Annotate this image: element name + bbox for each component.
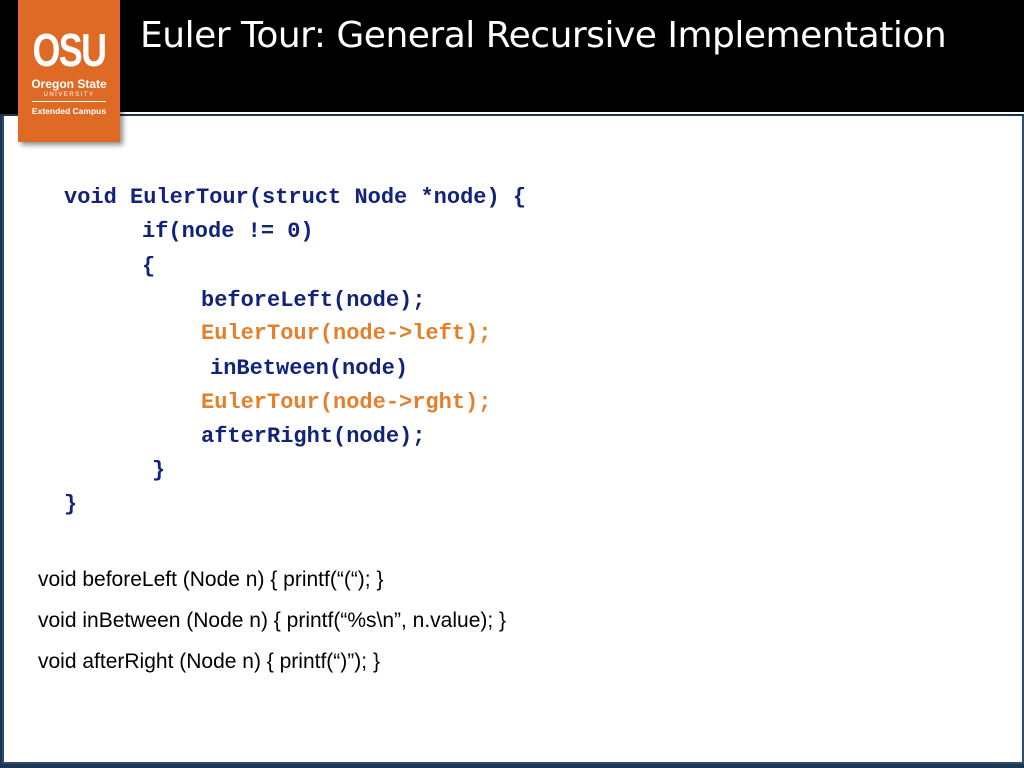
helper-before-left: void beforeLeft (Node n) { printf(“(“); … bbox=[38, 568, 384, 591]
code-line: inBetween(node) bbox=[210, 356, 409, 381]
osu-logo: OSU Oregon State UNIVERSITY Extended Cam… bbox=[18, 0, 120, 142]
code-line: beforeLeft(node); bbox=[201, 288, 426, 313]
slide-content: void EulerTour(struct Node *node) { if(n… bbox=[2, 116, 1024, 764]
code-line: EulerTour(node->left); bbox=[201, 321, 492, 346]
header-bar bbox=[0, 0, 1024, 114]
code-line: { bbox=[142, 254, 156, 279]
header-divider bbox=[120, 112, 1024, 114]
logo-campus: Extended Campus bbox=[31, 106, 107, 116]
logo-name: Oregon State bbox=[31, 77, 107, 91]
helper-in-between: void inBetween (Node n) { printf(“%s\n”,… bbox=[38, 609, 507, 632]
logo-university: UNIVERSITY bbox=[43, 92, 95, 98]
code-line: void EulerTour(struct Node *node) { bbox=[64, 185, 527, 210]
code-line: afterRight(node); bbox=[201, 424, 426, 449]
code-line: if(node != 0) bbox=[142, 219, 314, 244]
helper-after-right: void afterRight (Node n) { printf(“)”); … bbox=[38, 650, 380, 673]
slide-title: Euler Tour: General Recursive Implementa… bbox=[140, 15, 947, 56]
logo-mark: OSU bbox=[32, 24, 107, 76]
code-line: } bbox=[64, 492, 78, 517]
code-block: void EulerTour(struct Node *node) { if(n… bbox=[4, 116, 1022, 762]
logo-divider bbox=[32, 101, 106, 102]
code-line: EulerTour(node->rght); bbox=[201, 390, 492, 415]
code-line: } bbox=[152, 458, 166, 483]
